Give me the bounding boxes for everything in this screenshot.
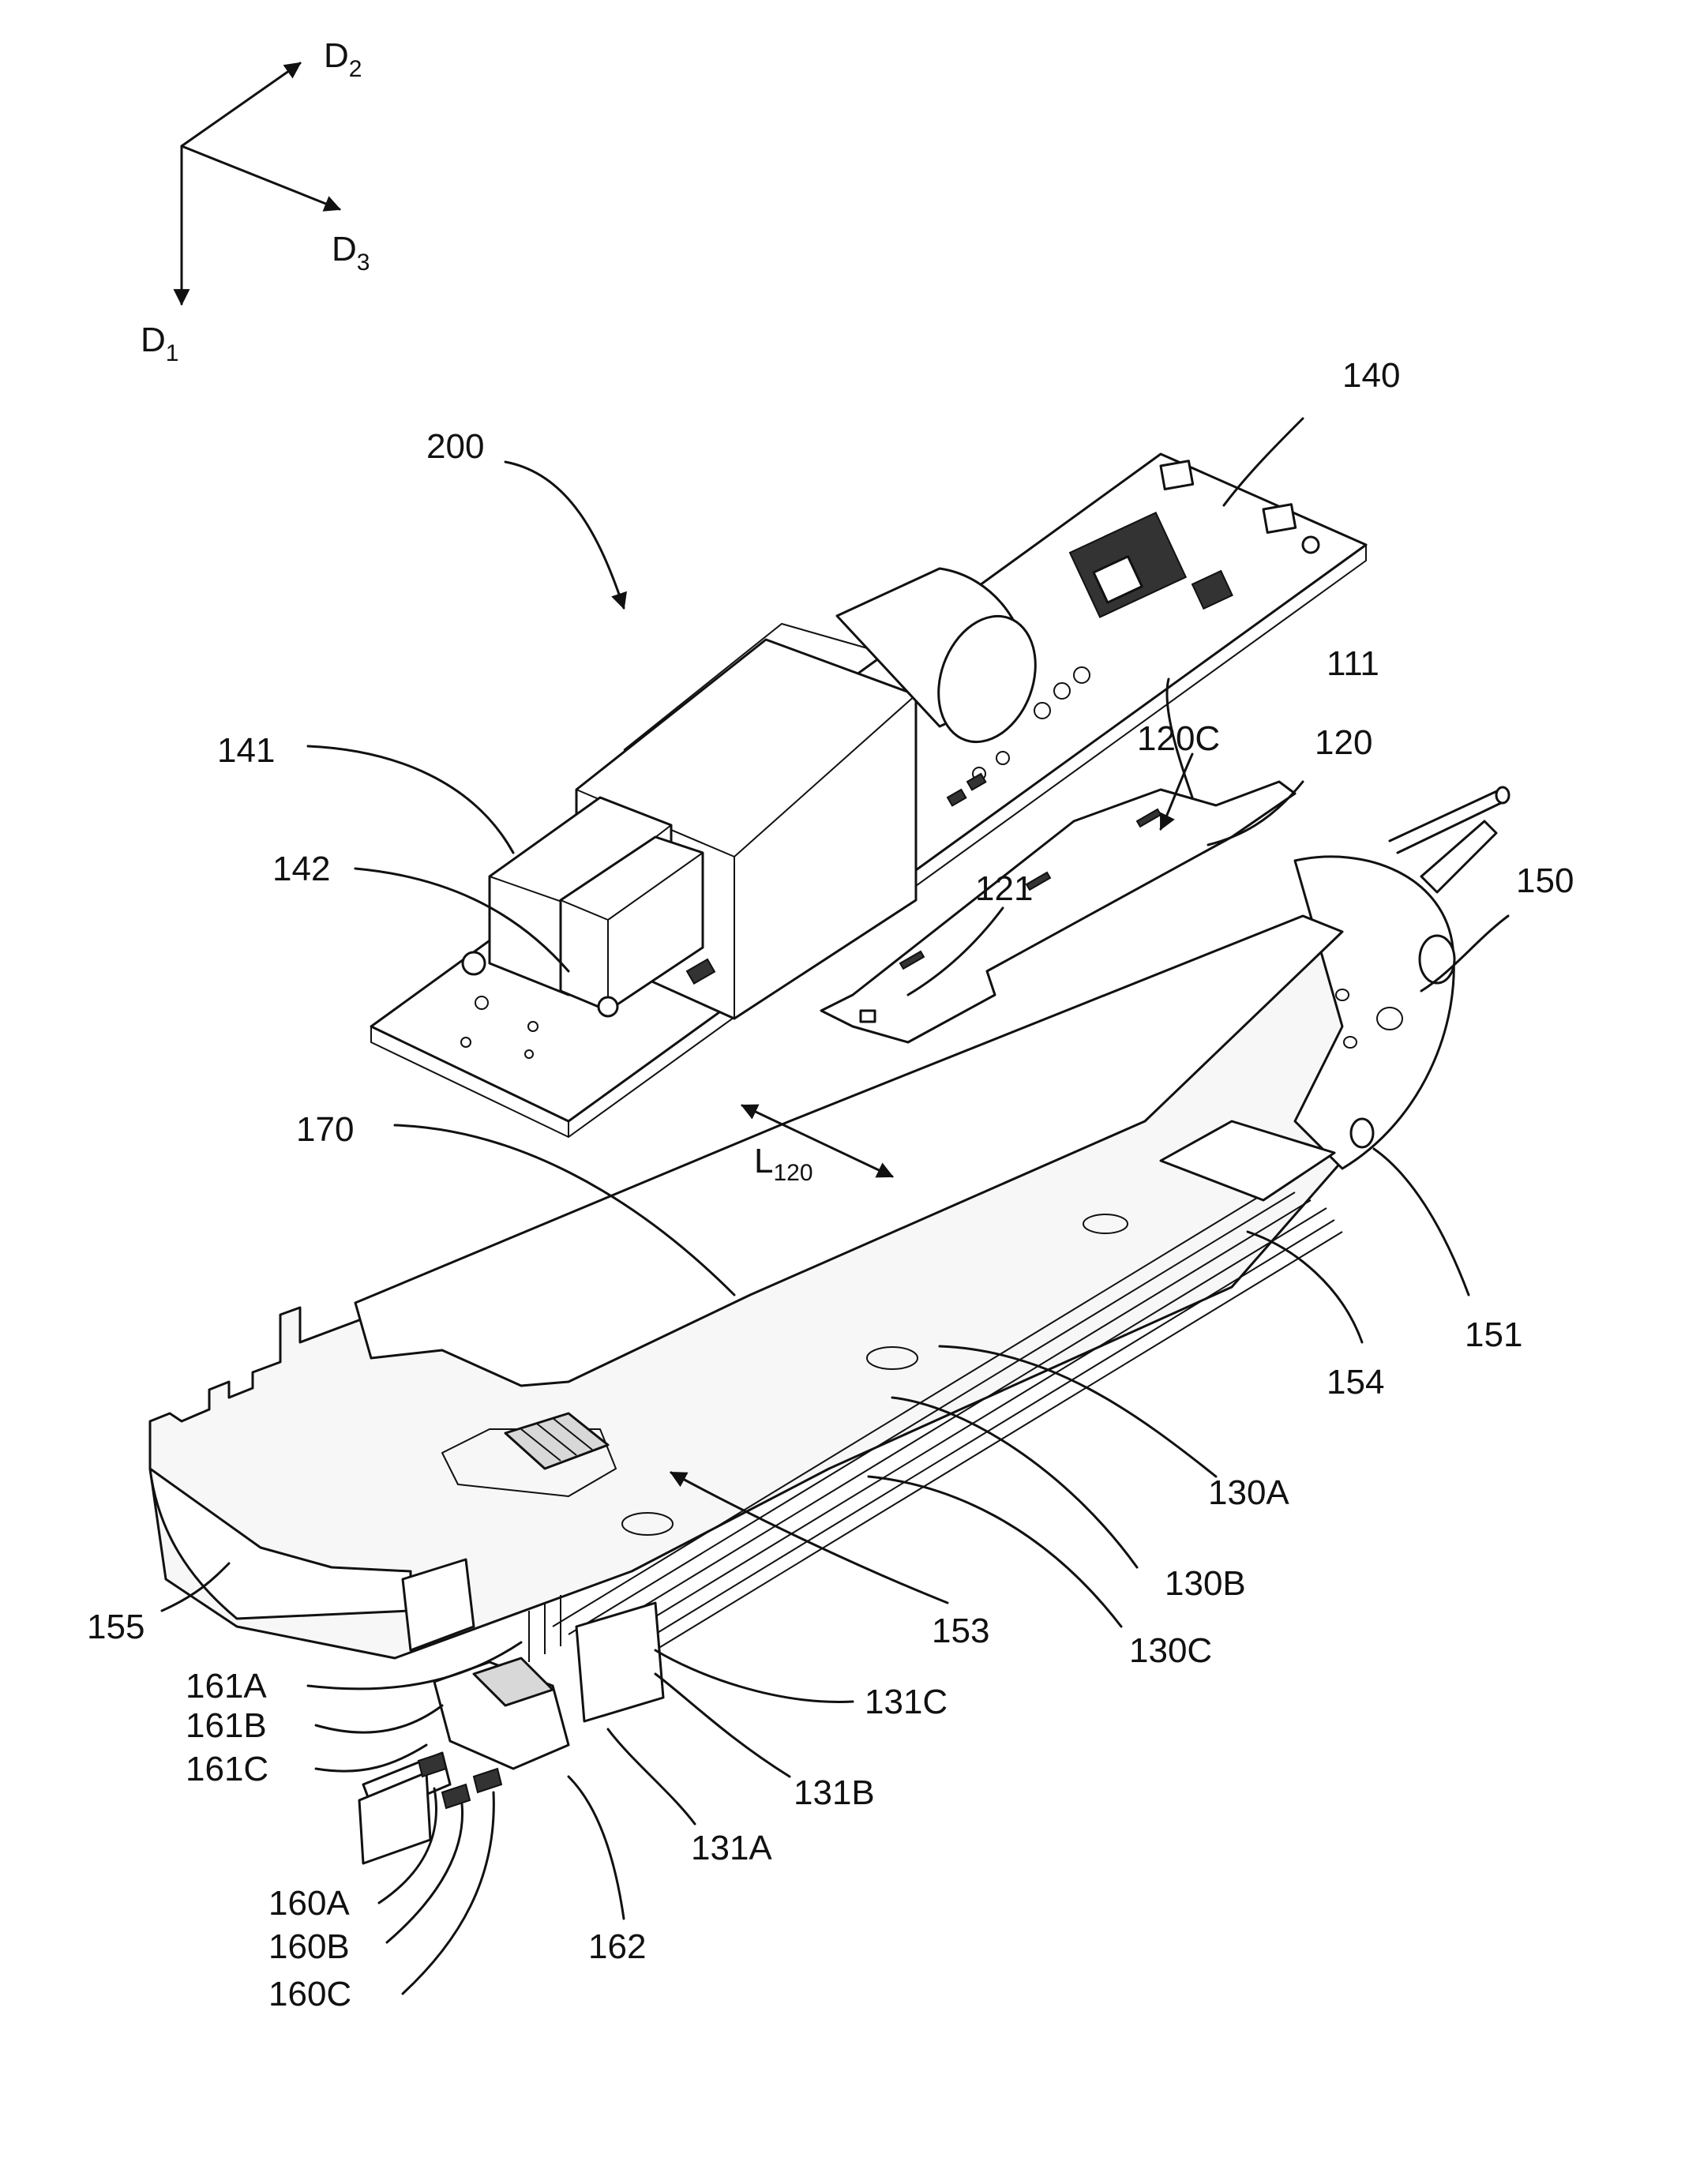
ref-150: 150 bbox=[1516, 861, 1574, 900]
leader-131b bbox=[655, 1674, 790, 1777]
ref-170: 170 bbox=[296, 1110, 354, 1149]
ref-120: 120 bbox=[1315, 723, 1372, 762]
ref-130b: 130B bbox=[1165, 1564, 1246, 1603]
leader-130c bbox=[869, 1477, 1121, 1627]
leader-151 bbox=[1374, 1149, 1469, 1295]
ref-120c: 120C bbox=[1137, 719, 1220, 758]
d2-arrow bbox=[182, 63, 300, 146]
ref-140: 140 bbox=[1342, 356, 1400, 395]
leader-162 bbox=[569, 1777, 624, 1919]
ref-155: 155 bbox=[87, 1608, 144, 1646]
ref-141: 141 bbox=[217, 731, 275, 770]
ref-153: 153 bbox=[932, 1612, 989, 1650]
d3-label: D3 bbox=[332, 230, 370, 276]
leader-131c bbox=[655, 1650, 853, 1702]
leader-200 bbox=[505, 462, 624, 608]
ref-130a: 130A bbox=[1208, 1473, 1289, 1512]
leader-131a bbox=[608, 1729, 695, 1824]
ref-154: 154 bbox=[1327, 1363, 1384, 1402]
ref-131a: 131A bbox=[691, 1829, 772, 1867]
axis-indicator: D2 D3 D1 bbox=[141, 36, 370, 366]
ref-151: 151 bbox=[1465, 1315, 1522, 1354]
leader-161b bbox=[316, 1706, 442, 1732]
d3-arrow bbox=[182, 146, 340, 209]
ref-131c: 131C bbox=[865, 1683, 948, 1721]
ref-160b: 160B bbox=[268, 1927, 350, 1966]
ref-161b: 161B bbox=[186, 1706, 267, 1745]
ref-131b: 131B bbox=[794, 1773, 875, 1812]
ref-130c: 130C bbox=[1129, 1631, 1212, 1670]
leader-141 bbox=[308, 746, 513, 853]
d2-label: D2 bbox=[324, 36, 362, 82]
ref-200: 200 bbox=[426, 427, 484, 466]
ref-111: 111 bbox=[1327, 644, 1379, 683]
ref-161c: 161C bbox=[186, 1750, 268, 1788]
d1-label: D1 bbox=[141, 321, 178, 366]
ref-160a: 160A bbox=[268, 1884, 350, 1923]
ref-142: 142 bbox=[272, 850, 330, 888]
ref-121: 121 bbox=[975, 869, 1033, 908]
ref-161a: 161A bbox=[186, 1667, 267, 1706]
ref-160c: 160C bbox=[268, 1975, 351, 2013]
ref-162: 162 bbox=[588, 1927, 646, 1966]
